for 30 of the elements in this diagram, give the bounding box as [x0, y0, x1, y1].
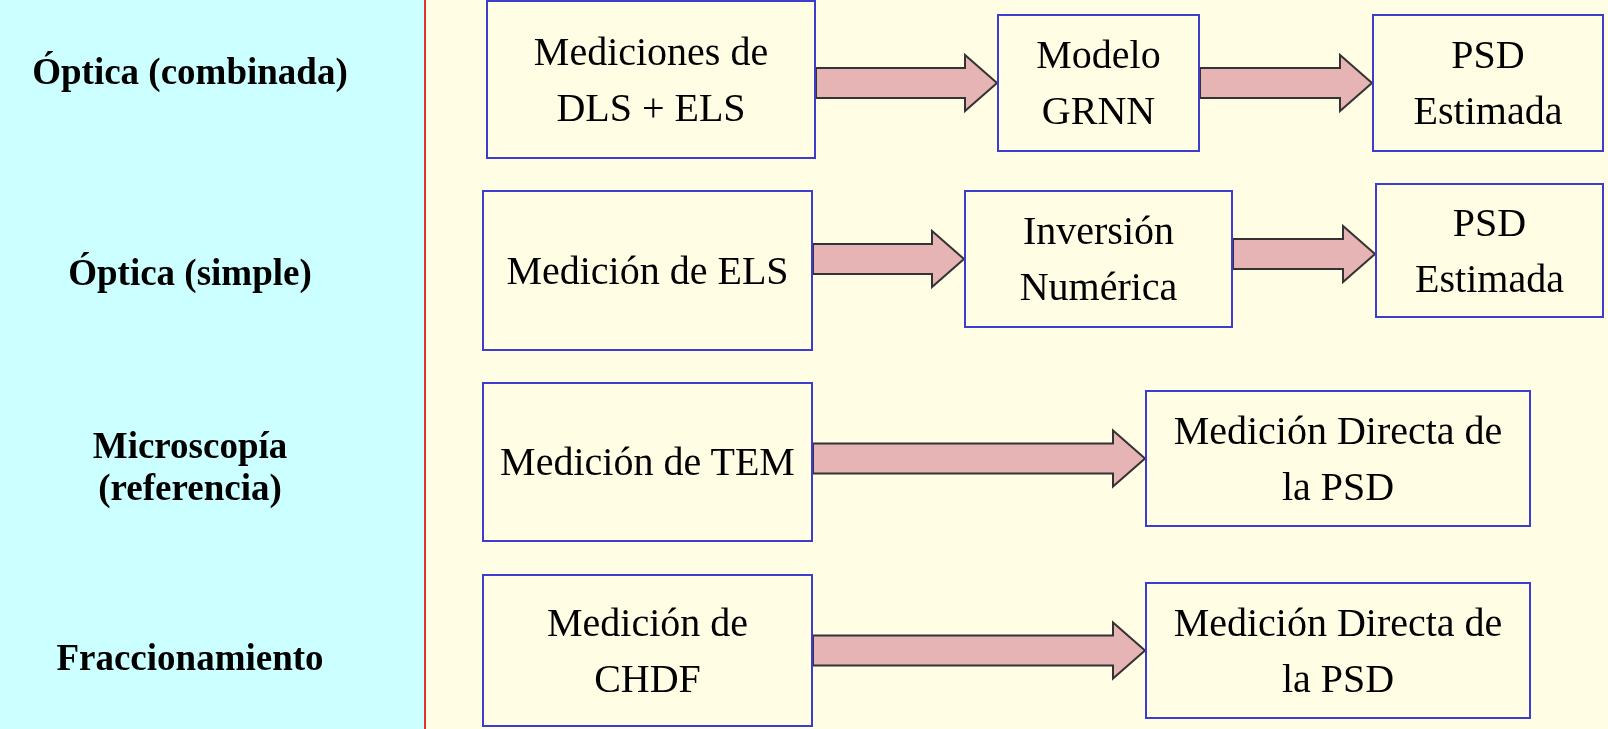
block-arrow [812, 428, 1147, 489]
row-label: Óptica (simple) [67, 252, 313, 294]
block-arrow [1232, 223, 1377, 285]
box-text: Medición Directa de la PSD [1172, 598, 1504, 703]
block-arrow [812, 620, 1147, 681]
process-box [1145, 390, 1531, 527]
block-arrow [1199, 52, 1374, 114]
process-box [964, 190, 1233, 328]
process-box [1372, 14, 1604, 152]
block-arrow [815, 52, 999, 114]
box-text: Mediciones de DLS + ELS [532, 27, 770, 132]
box-text: Inversión Numérica [1018, 207, 1179, 311]
process-box [1375, 183, 1604, 318]
process-box [482, 574, 813, 727]
box-text: Medición de TEM [499, 438, 796, 486]
process-box [482, 382, 813, 542]
box-text: Modelo GRNN [1035, 31, 1162, 135]
box-text: PSD Estimada [1414, 198, 1565, 303]
process-box [486, 0, 816, 159]
process-box [1145, 582, 1531, 719]
box-text: PSD Estimada [1412, 31, 1564, 135]
box-text: Medición de ELS [505, 246, 790, 295]
row-label: Microscopía (referencia) [91, 425, 289, 509]
box-text: Medición Directa de la PSD [1172, 406, 1504, 511]
process-box [482, 190, 813, 351]
row-label: Fraccionamiento [55, 637, 325, 679]
row-label: Óptica (combinada) [31, 51, 349, 93]
block-arrow [812, 228, 966, 290]
process-box [997, 14, 1200, 152]
box-text: Medición de CHDF [545, 598, 750, 703]
